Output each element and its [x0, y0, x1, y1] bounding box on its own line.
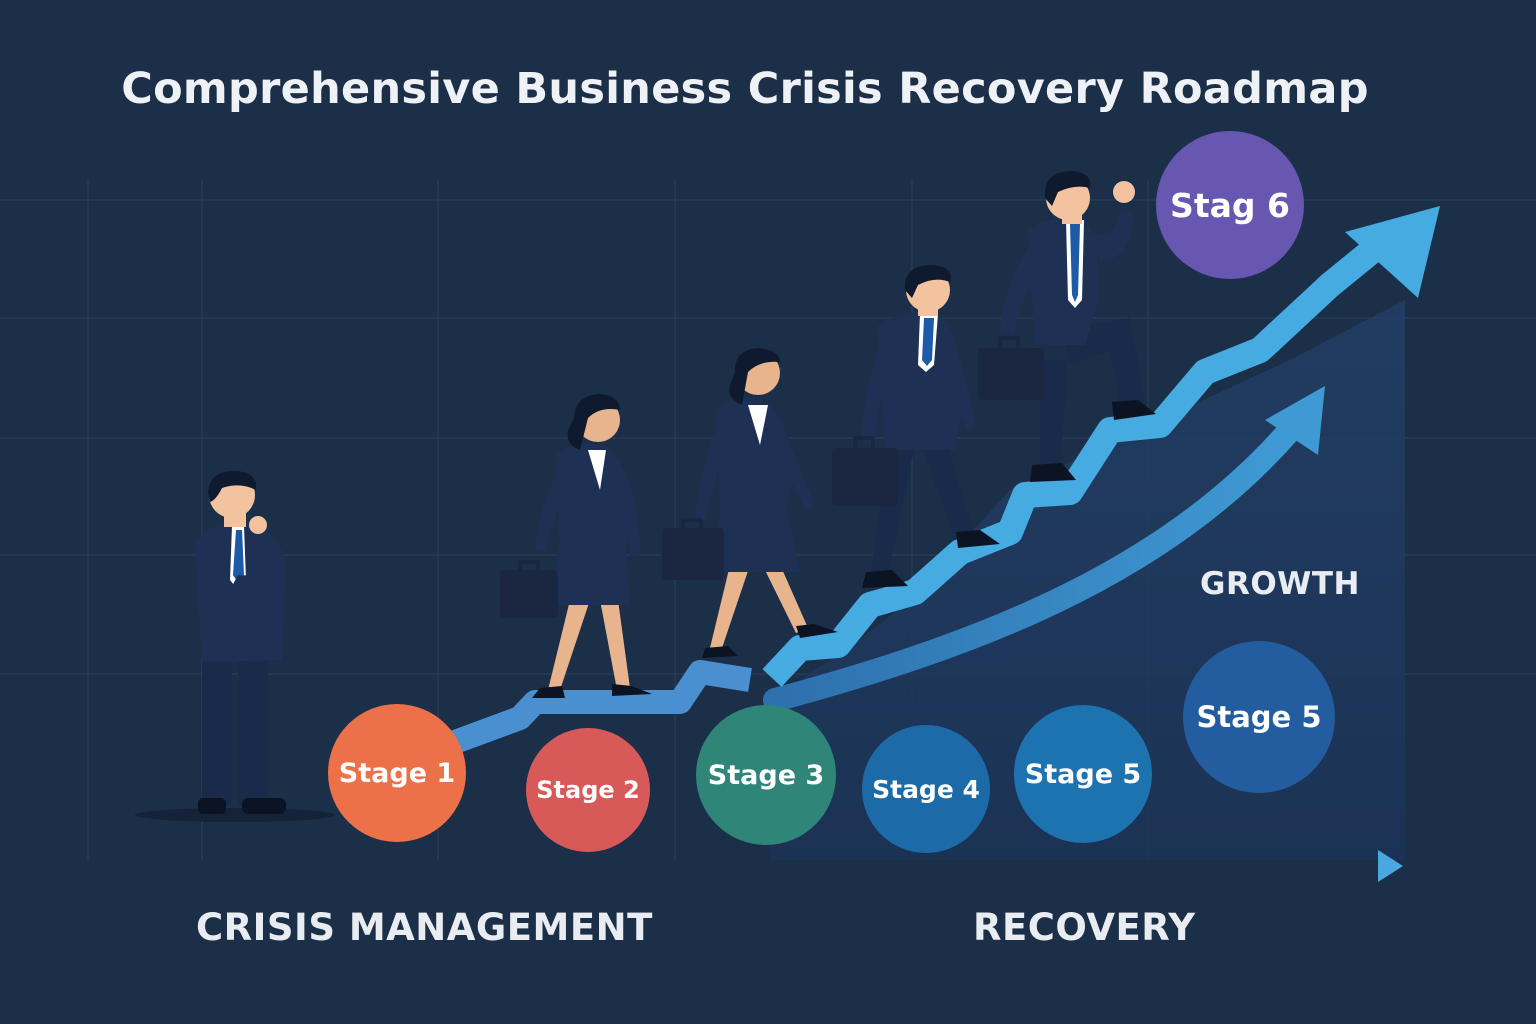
main-stepped-arrow-left	[450, 660, 752, 754]
lower-growth-arrowhead	[1265, 386, 1325, 455]
x-axis-arrowhead	[1378, 850, 1403, 882]
stage-circle-3: Stage 3	[696, 705, 836, 845]
page-title: Comprehensive Business Crisis Recovery R…	[121, 64, 1369, 114]
ground-shadow	[135, 808, 335, 822]
phase-label-growth: GROWTH	[1200, 566, 1360, 602]
man-climbing-fist-raised-icon	[978, 171, 1156, 482]
woman-walking-icon	[662, 348, 838, 658]
person-thinking-icon	[195, 470, 286, 814]
stage-circle-1: Stage 1	[328, 704, 466, 842]
phase-label-crisis-management: CRISIS MANAGEMENT	[196, 906, 653, 949]
phase-label-recovery: RECOVERY	[973, 906, 1196, 949]
man-climbing-icon	[832, 265, 1000, 588]
stage-circle-4: Stage 4	[862, 725, 990, 853]
stage-circle-2: Stage 2	[526, 728, 650, 852]
stage-circle-5: Stage 5	[1014, 705, 1152, 843]
lower-growth-arrow	[763, 418, 1302, 712]
stage-circle-6: Stag 6	[1156, 131, 1304, 279]
main-arrowhead	[1345, 206, 1440, 298]
main-stepped-arrow-right	[762, 221, 1404, 687]
woman-walking-icon	[500, 394, 652, 698]
stage-circle-5-upper: Stage 5	[1183, 641, 1335, 793]
